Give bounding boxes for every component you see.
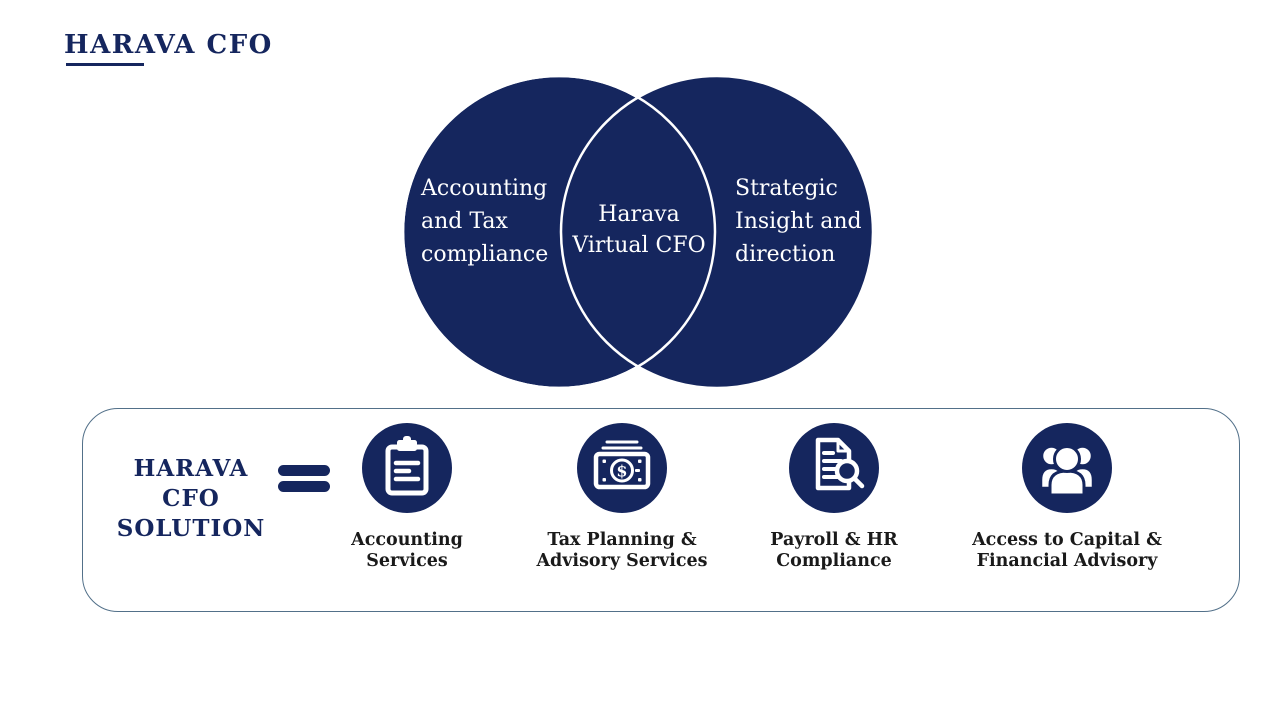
venn-left-label-line2: and Tax (421, 209, 508, 234)
service-payroll-hr-label-line1: Payroll & HR (770, 530, 898, 550)
solution-heading-line1: HARAVA (133, 455, 249, 482)
dollar-symbol: $ (616, 462, 627, 481)
service-tax-planning-label-line1: Tax Planning & (547, 530, 697, 550)
venn-right-circle (559, 74, 875, 390)
service-accounting-label: Accounting Services (292, 530, 522, 572)
service-accounting-label-line2: Services (366, 551, 448, 571)
solution-heading-line2: CFO (162, 485, 220, 512)
service-accounting: Accounting Services (292, 423, 522, 572)
service-capital-advisory-label: Access to Capital & Financial Advisory (952, 530, 1182, 572)
solution-panel: HARAVA CFO SOLUTION Accounting Services (82, 408, 1240, 612)
venn-circles-graphic (401, 74, 875, 390)
service-tax-planning: $ Tax Planning & Advisory Services (507, 423, 737, 572)
service-payroll-hr: Payroll & HR Compliance (719, 423, 949, 572)
service-tax-planning-label-line2: Advisory Services (536, 551, 708, 571)
venn-diagram (399, 74, 877, 392)
venn-center-label-line1: Harava (598, 202, 680, 227)
document-search-icon (789, 423, 879, 513)
venn-left-label-line1: Accounting (421, 176, 548, 201)
title-underline (66, 63, 144, 66)
money-icon: $ (577, 423, 667, 513)
solution-heading-line3: SOLUTION (116, 515, 266, 542)
venn-right-label-line1: Strategic (735, 176, 838, 201)
service-payroll-hr-label-line2: Compliance (776, 551, 892, 571)
venn-right-label-line3: direction (735, 242, 836, 267)
venn-left-label: Accounting and Tax compliance (421, 172, 581, 271)
venn-right-label: Strategic Insight and direction (735, 172, 895, 271)
venn-right-label-line2: Insight and (735, 209, 862, 234)
people-icon (1022, 423, 1112, 513)
page-title: HARAVA CFO (64, 30, 273, 60)
equals-bar-bottom (278, 481, 330, 492)
equals-icon (278, 465, 330, 497)
service-accounting-label-line1: Accounting (351, 530, 463, 550)
service-capital-advisory: Access to Capital & Financial Advisory (952, 423, 1182, 572)
service-capital-advisory-label-line1: Access to Capital & (972, 530, 1162, 550)
clipboard-icon (362, 423, 452, 513)
venn-center-label-line2: Virtual CFO (572, 233, 706, 258)
venn-left-circle-outline (401, 74, 717, 390)
venn-left-label-line3: compliance (421, 242, 549, 267)
service-tax-planning-label: Tax Planning & Advisory Services (507, 530, 737, 572)
equals-bar-top (278, 465, 330, 476)
service-capital-advisory-label-line2: Financial Advisory (976, 551, 1158, 571)
service-payroll-hr-label: Payroll & HR Compliance (719, 530, 949, 572)
solution-heading: HARAVA CFO SOLUTION (91, 454, 291, 544)
venn-center-label: Harava Virtual CFO (565, 199, 713, 261)
